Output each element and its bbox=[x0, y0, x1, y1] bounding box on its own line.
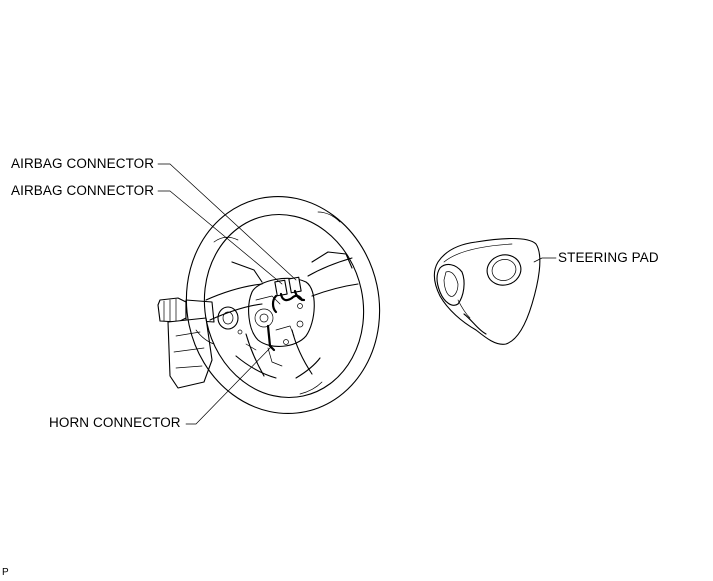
leader-airbag-connector-lower bbox=[157, 190, 283, 285]
horn-connector-label: HORN CONNECTOR bbox=[49, 415, 181, 430]
steering-wheel-spokes bbox=[205, 251, 359, 379]
airbag-connector-lower-label: AIRBAG CONNECTOR bbox=[11, 183, 155, 198]
steering-column bbox=[157, 297, 215, 389]
airbag-connector-upper-label: AIRBAG CONNECTOR bbox=[11, 156, 155, 171]
steering-pad-label: STEERING PAD bbox=[558, 250, 659, 265]
figure-code: P bbox=[2, 567, 9, 578]
leader-airbag-connector-upper bbox=[157, 163, 297, 281]
steering-wheel-rim bbox=[185, 195, 381, 415]
steering-pad bbox=[433, 237, 541, 345]
connector-harness bbox=[266, 276, 306, 352]
leader-horn-connector bbox=[185, 345, 273, 425]
steering-wheel-hub bbox=[217, 277, 315, 367]
leader-steering-pad bbox=[533, 257, 557, 263]
leader-lines bbox=[157, 163, 557, 425]
